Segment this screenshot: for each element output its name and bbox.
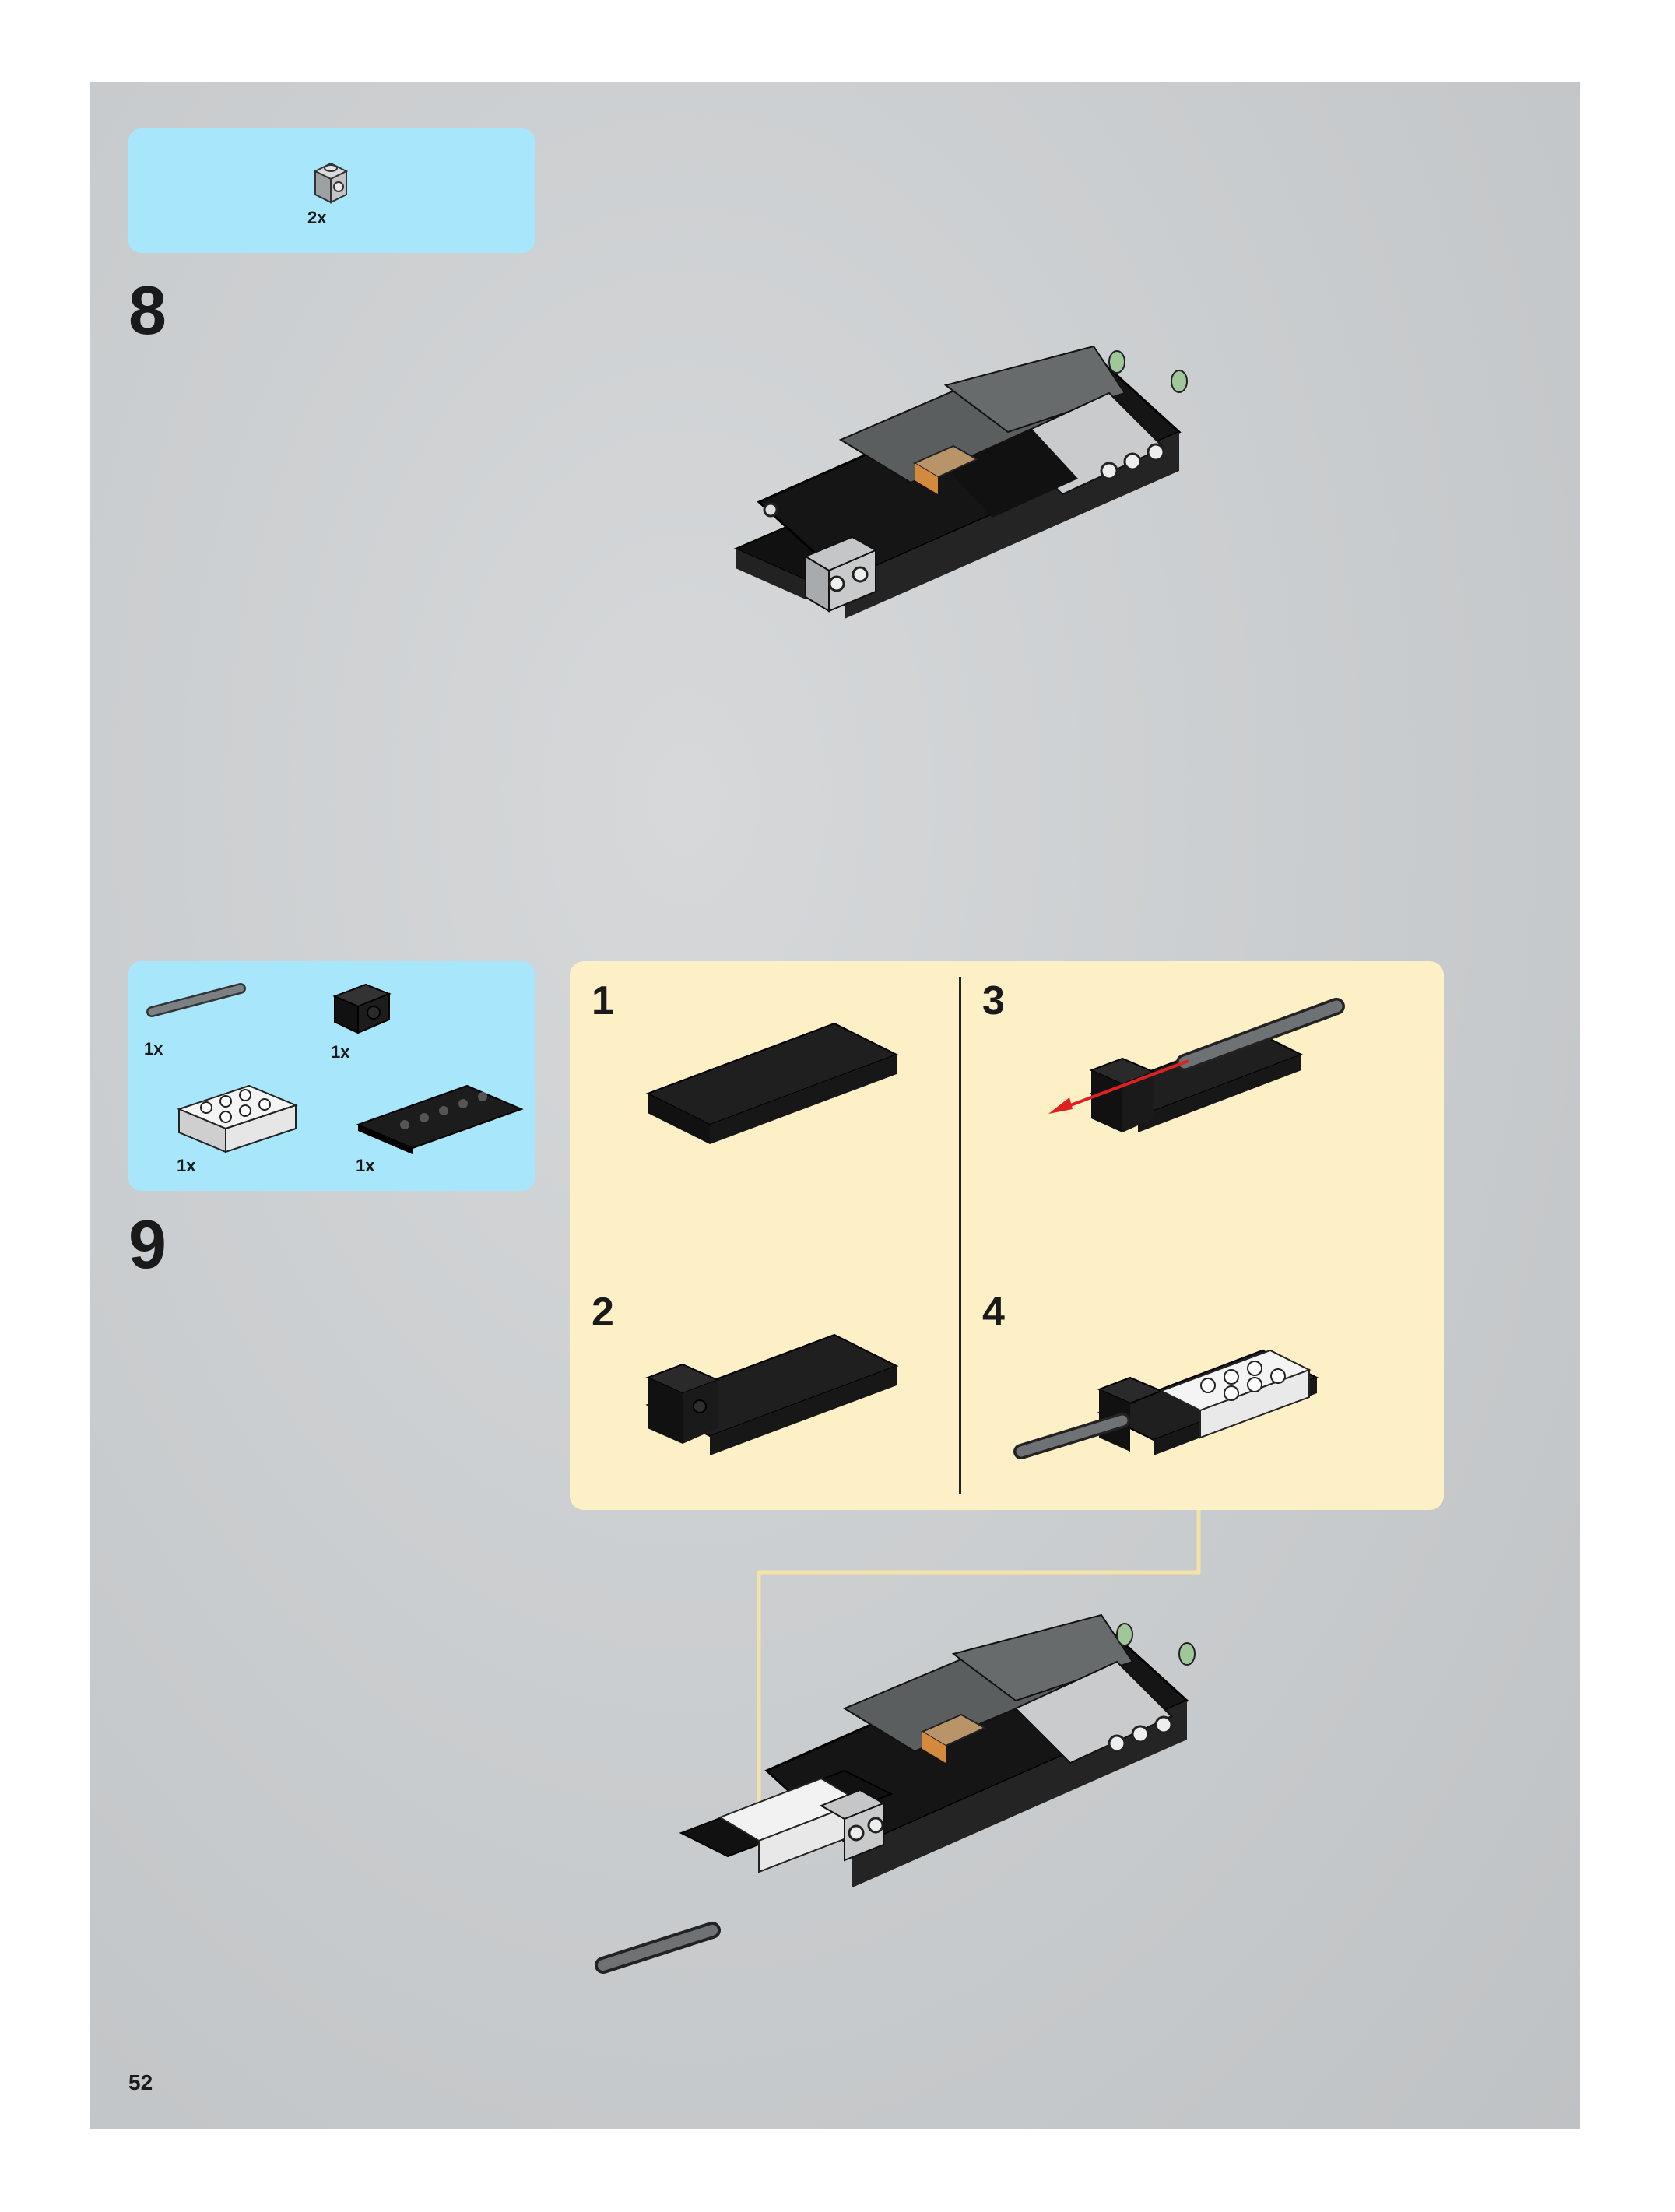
step9-part-qty-2: 1x [331,1042,349,1062]
instruction-page: 2x 8 1x [90,82,1580,2129]
step9-number: 9 [128,1210,167,1279]
step9-parts-box: 1x 1x 1x 1x [128,961,535,1191]
insert-bar-with-arrow-icon [1021,985,1348,1171]
step9-part-qty-3: 1x [177,1156,195,1176]
substep-2-number: 2 [592,1292,614,1332]
plate-with-black-brick-icon [640,1319,904,1475]
black-plate-icon [640,1008,904,1156]
substep-4-number: 4 [982,1292,1005,1332]
substep-divider [959,977,961,1494]
substep-1-number: 1 [592,981,614,1021]
light-gray-1x1-brick-with-side-stud-icon [307,156,354,210]
white-2x4-brick-icon [171,1078,304,1156]
substep-3-number: 3 [982,981,1005,1021]
white-brick-on-plate-with-bar-icon [1013,1304,1356,1483]
step8-number: 8 [128,276,167,345]
step8-parts-box: 2x [128,128,535,253]
page-number: 52 [128,2070,153,2095]
assembled-hull-with-dark-gray-wedges-icon [712,346,1304,704]
gray-bar-icon [146,981,247,1020]
black-brick-with-hole-icon [327,977,397,1039]
assembled-hull-with-white-nose-icon [588,1623,1288,1996]
step9-part-qty-1: 1x [144,1039,163,1059]
step9-part-qty-4: 1x [356,1156,374,1176]
black-2x6-plate-icon [350,1078,529,1156]
step8-part-qty: 2x [307,208,326,228]
step9-substeps-panel: 1 2 3 4 [570,961,1444,1510]
